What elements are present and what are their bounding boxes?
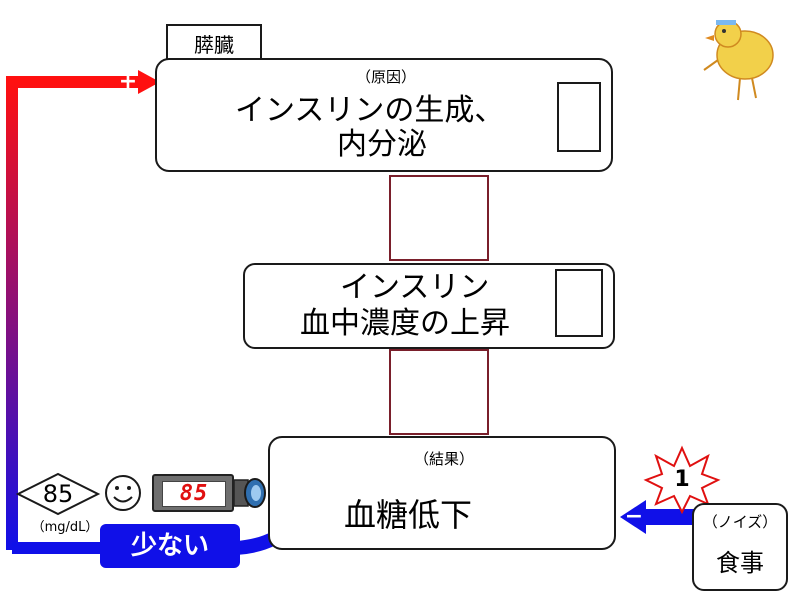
sensor-unit: （mg/dL） (31, 520, 99, 535)
concentration-line1: インスリン (340, 270, 490, 305)
sensor-display: 85 (152, 474, 234, 512)
noise-role-label: （ノイズ） (702, 513, 778, 531)
noise-text: 食事 (716, 549, 764, 577)
smiley-icon (105, 475, 141, 511)
camera-lens-icon (233, 478, 266, 508)
loop-line (6, 76, 140, 550)
plus-sign: + (118, 69, 138, 94)
result-role-label: （結果） (413, 450, 474, 468)
concentration-line2: 血中濃度の上昇 (300, 306, 510, 341)
connector-upper (389, 175, 489, 261)
noise-box: （ノイズ） 食事 (692, 503, 788, 591)
insulin-production-box: （原因） インスリンの生成、 内分泌 (155, 58, 613, 172)
value-diamond (15, 472, 101, 516)
production-line2: 内分泌 (337, 127, 427, 162)
noise-arrow-shaft (642, 509, 694, 525)
connector-lower (389, 349, 489, 435)
duck-doodle-icon (703, 20, 774, 101)
production-blank (557, 82, 601, 152)
burst-shape (643, 445, 721, 515)
production-line1: インスリンの生成、 (235, 93, 505, 128)
noise-arrowhead (620, 500, 646, 534)
production-role-label: （原因） (355, 68, 416, 86)
low-judgement-badge: 少ない (100, 524, 240, 568)
minus-sign: − (624, 504, 644, 529)
result-text: 血糖低下 (344, 496, 473, 534)
concentration-blank (555, 269, 603, 337)
insulin-concentration-box: インスリン 血中濃度の上昇 (243, 263, 615, 349)
sensor-value: 85 (42, 480, 74, 508)
result-box: （結果） 血糖低下 (268, 436, 616, 550)
burst-label: 1 (674, 467, 690, 492)
sensor-display-digits: 85 (162, 481, 226, 507)
loop-arrowhead (138, 70, 160, 94)
